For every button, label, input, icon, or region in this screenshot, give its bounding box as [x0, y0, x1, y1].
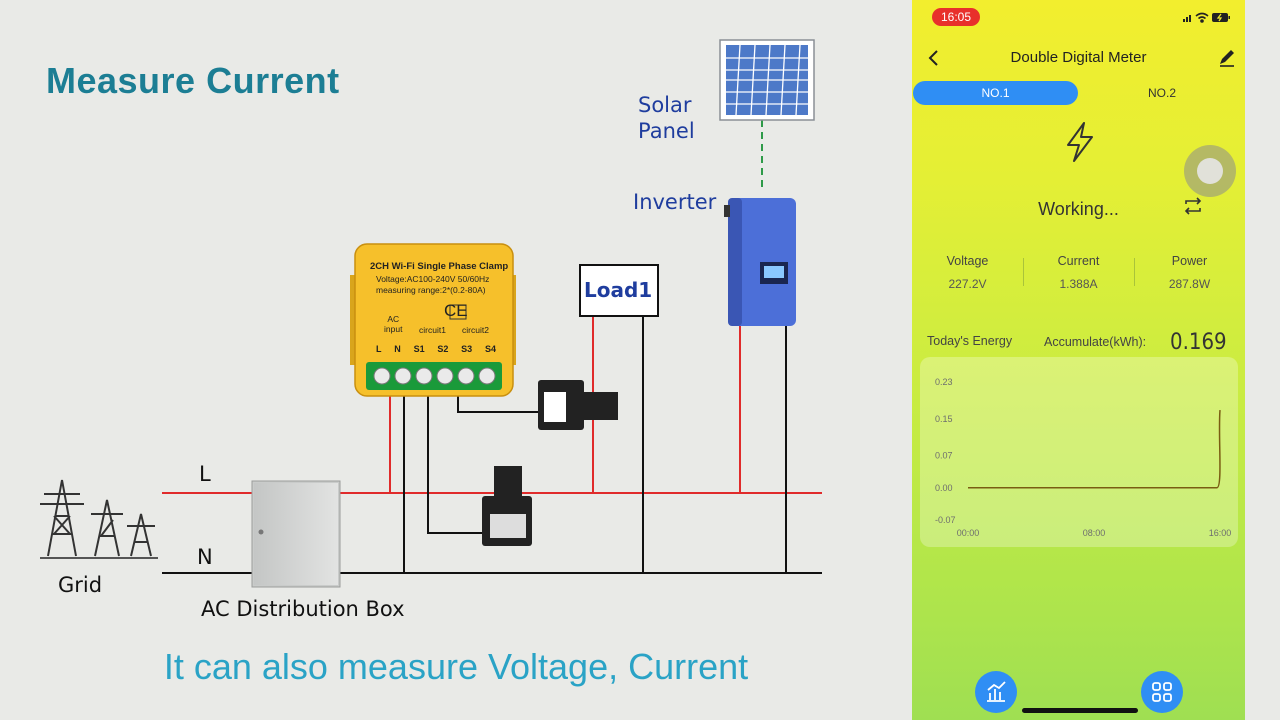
metric-current: Current 1.388A: [1057, 254, 1100, 291]
tab-no1[interactable]: NO.1: [913, 81, 1078, 105]
floating-assist-button[interactable]: [1184, 145, 1236, 197]
neutral-wire: [162, 316, 822, 574]
energy-series-line: [968, 410, 1221, 489]
app-title: Double Digital Meter: [1010, 49, 1147, 66]
home-indicator: [1022, 708, 1138, 713]
edit-pencil-icon[interactable]: [1217, 48, 1237, 68]
y-tick-label: 0.23: [935, 377, 953, 387]
current-clamp-top: [538, 380, 618, 430]
metric-divider: [1023, 258, 1024, 286]
refresh-icon[interactable]: [1182, 196, 1204, 216]
slide-panel: Measure Current: [40, 39, 822, 687]
load-label: Load1: [584, 278, 653, 302]
stats-button[interactable]: [975, 671, 1017, 713]
power-tower-icon: [40, 479, 158, 559]
status-icons: [1183, 12, 1230, 23]
device-title: 2CH Wi-Fi Single Phase Clamp: [370, 261, 509, 272]
grid-apps-icon: [1152, 682, 1172, 702]
y-tick-label: 0.00: [935, 483, 953, 493]
back-arrow-icon[interactable]: [924, 47, 944, 69]
lightning-icon: [1060, 120, 1100, 164]
tab-no2[interactable]: NO.2: [1147, 86, 1176, 100]
device-spec-range: measuring range:2*(0.2-80A): [376, 285, 486, 295]
wifi-icon: [1195, 12, 1209, 23]
accumulate-value: 0.169: [1170, 330, 1227, 355]
inverter-label: Inverter: [633, 190, 717, 214]
line-l-label: L: [199, 462, 211, 486]
circuit2-label: circuit2: [462, 325, 489, 335]
ce-mark: CE: [444, 301, 468, 320]
clamp-device: [350, 243, 516, 397]
grid-label: Grid: [58, 573, 103, 597]
inverter-icon: [724, 198, 796, 326]
device-status: Working...: [1038, 199, 1119, 219]
metric-power: Power 287.8W: [1168, 254, 1211, 291]
ac-distribution-box: [251, 480, 341, 588]
line-n-label: N: [197, 545, 213, 569]
phone-app: 16:05 Double Digital Meter NO.1 NO.2 Wor…: [912, 0, 1245, 720]
accumulate-label: Accumulate(kWh):: [1044, 335, 1147, 349]
wiring-diagram: [40, 39, 822, 588]
battery-icon: [1212, 13, 1230, 22]
y-tick-label: 0.15: [935, 414, 953, 424]
right-margin: [1245, 0, 1280, 720]
ac-box-label: AC Distribution Box: [201, 597, 405, 621]
y-tick-label: 0.07: [935, 451, 953, 461]
signal-icon: [1183, 15, 1191, 22]
current-clamp-bottom: [482, 466, 532, 546]
circuit1-label: circuit1: [419, 325, 446, 335]
y-tick-label: -0.07: [935, 515, 956, 525]
x-tick-label: 16:00: [1209, 528, 1232, 538]
metric-voltage: Voltage 227.2V: [946, 254, 989, 291]
load-box: [579, 264, 659, 317]
apps-button[interactable]: [1141, 671, 1183, 713]
metric-divider: [1134, 258, 1135, 286]
slide-caption: It can also measure Voltage, Current: [163, 646, 749, 687]
slide-title: Measure Current: [46, 60, 340, 101]
todays-energy-label: Today's Energy: [927, 334, 1013, 348]
solar-panel-icon: [719, 39, 815, 121]
device-spec-voltage: Voltage:AC100-240V 50/60Hz: [376, 274, 490, 284]
x-tick-label: 00:00: [957, 528, 980, 538]
x-tick-label: 08:00: [1083, 528, 1106, 538]
stats-chart-icon: [987, 681, 1006, 702]
status-time: 16:05: [932, 8, 980, 26]
